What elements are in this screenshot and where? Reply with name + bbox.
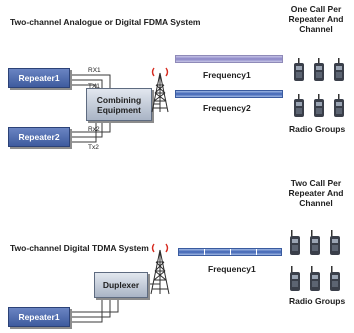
tdma-radio-groups-label: Radio Groups	[289, 296, 346, 306]
radio-icon	[330, 230, 340, 255]
fdma-frequency2-label: Frequency2	[203, 103, 251, 113]
radio-icon	[310, 230, 320, 255]
fdma-title: Two-channel Analogue or Digital FDMA Sys…	[10, 17, 201, 27]
radio-icon	[334, 94, 344, 117]
fdma-repeater2-label: Repeater2	[18, 132, 60, 142]
tdma-slot	[205, 249, 230, 255]
fdma-frequency1-label: Frequency1	[203, 70, 251, 80]
tdma-slot	[257, 249, 281, 255]
tdma-slot	[179, 249, 204, 255]
fdma-frequency1-band	[175, 55, 283, 63]
tdma-frequency1-band	[178, 248, 282, 256]
fdma-port-rx1: RX1	[88, 67, 101, 74]
fdma-port-tx1: TX1	[88, 83, 100, 90]
tdma-frequency1-label: Frequency1	[208, 264, 256, 274]
radio-icon	[290, 266, 300, 291]
fdma-port-tx2: Tx2	[88, 144, 99, 151]
fdma-radio-groups-label: Radio Groups	[289, 124, 346, 134]
tdma-title: Two-channel Digital TDMA System	[10, 243, 149, 253]
fdma-frequency2-band	[175, 90, 283, 98]
radio-icon	[314, 94, 324, 117]
radio-icon	[314, 58, 324, 81]
radio-icon	[290, 230, 300, 255]
radio-icon	[310, 266, 320, 291]
radio-icon	[330, 266, 340, 291]
tdma-repeater1-label: Repeater1	[18, 312, 60, 322]
fdma-repeater1-box: Repeater1	[8, 68, 70, 88]
tdma-duplexer: Duplexer	[94, 272, 148, 298]
radio-icon	[294, 94, 304, 117]
tdma-slot	[231, 249, 256, 255]
fdma-combining-equipment: Combining Equipment	[86, 88, 152, 121]
fdma-caption: One Call Per Repeater And Channel	[288, 4, 344, 34]
tdma-repeater1-box: Repeater1	[8, 307, 70, 327]
fdma-repeater1-label: Repeater1	[18, 73, 60, 83]
fdma-repeater2-box: Repeater2	[8, 127, 70, 147]
fdma-port-rx2: Rx2	[88, 126, 100, 133]
radio-icon	[334, 58, 344, 81]
tdma-duplexer-label: Duplexer	[102, 280, 140, 290]
radio-icon	[294, 58, 304, 81]
fdma-equipment-label: Combining Equipment	[96, 94, 142, 115]
tdma-caption: Two Call Per Repeater And Channel	[288, 178, 344, 208]
